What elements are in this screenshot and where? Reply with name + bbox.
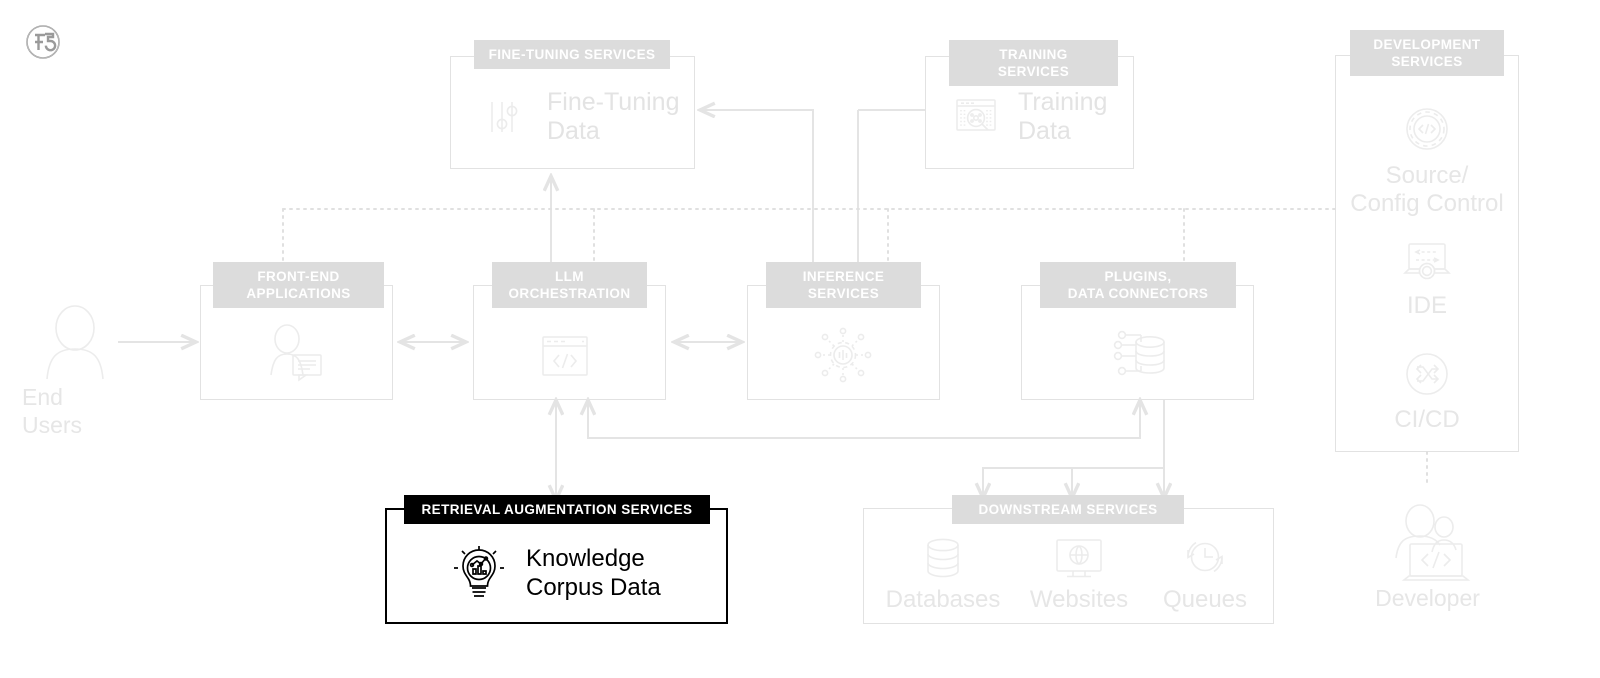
item-label: CI/CD (1394, 406, 1460, 433)
item-ci-cd: CI/CD (1347, 350, 1507, 434)
lightbulb-chart-icon (454, 546, 504, 597)
item-label: Websites (1029, 586, 1129, 613)
header-llm-orchestration: LLM ORCHESTRATION (492, 262, 647, 308)
wire-inference-finetuning (700, 110, 814, 285)
item-inference-icon (812, 326, 874, 384)
sliders-icon (491, 102, 518, 132)
clock-refresh-icon (1187, 541, 1223, 573)
item-label: IDE (1406, 292, 1447, 319)
data-search-icon (956, 99, 996, 131)
gear-network-icon (814, 327, 872, 383)
item-label: Fine-Tuning Data (547, 88, 680, 145)
wire-plugins-downstream-1 (983, 400, 1165, 498)
actor-label: End Users (22, 384, 83, 438)
item-knowledge-corpus-data: Knowledge Corpus Data (450, 543, 720, 603)
item-queues: Queues (1140, 534, 1270, 614)
user-chat-icon (270, 324, 322, 382)
actor-developer: Developer (1355, 500, 1500, 612)
item-websites: Websites (1014, 534, 1144, 614)
person-icon (45, 305, 104, 380)
gear-code-icon (1406, 108, 1448, 150)
header-plugins-data-connectors: PLUGINS, DATA CONNECTORS (1040, 262, 1236, 308)
wire-llm-plugins (588, 400, 1140, 439)
database-icon (927, 538, 959, 578)
box-development-services[interactable] (1335, 55, 1519, 452)
box-retrieval-augmentation-services[interactable] (385, 508, 728, 624)
header-front-end-applications: FRONT-END APPLICATIONS (213, 262, 384, 308)
item-training-data: Training Data (952, 88, 1152, 145)
header-inference-services: INFERENCE SERVICES (766, 262, 921, 308)
header-fine-tuning-services: FINE-TUNING SERVICES (474, 40, 670, 69)
item-fine-tuning-data: Fine-Tuning Data (483, 88, 683, 145)
laptop-gear-icon (1403, 243, 1451, 280)
f5-logo (25, 24, 61, 60)
shuffle-circle-icon (1406, 353, 1448, 395)
item-ide: IDE (1347, 236, 1507, 320)
item-label: Knowledge Corpus Data (526, 545, 661, 601)
item-label: Queues (1162, 586, 1248, 613)
monitor-globe-icon (1056, 539, 1102, 578)
header-training-services: TRAINING SERVICES (949, 40, 1118, 86)
code-window-icon (542, 336, 588, 376)
header-retrieval-augmentation-services: RETRIEVAL AUGMENTATION SERVICES (404, 495, 710, 524)
developer-laptop-icon (1394, 504, 1470, 581)
item-label: Databases (885, 586, 1001, 613)
item-llm-icon (539, 332, 599, 380)
actor-end-users: End Users (22, 305, 127, 439)
actor-label: Developer (1375, 585, 1480, 611)
header-development-services: DEVELOPMENT SERVICES (1350, 30, 1504, 76)
item-label: Source/ Config Control (1350, 162, 1504, 217)
item-source-config-control: Source/ Config Control (1347, 100, 1507, 218)
item-label: Training Data (1018, 88, 1108, 145)
header-downstream-services: DOWNSTREAM SERVICES (952, 495, 1184, 524)
item-front-end-icon (265, 322, 335, 382)
item-databases: Databases (878, 534, 1008, 614)
database-connector-icon (1113, 330, 1165, 376)
item-plugins-icon (1108, 326, 1178, 384)
